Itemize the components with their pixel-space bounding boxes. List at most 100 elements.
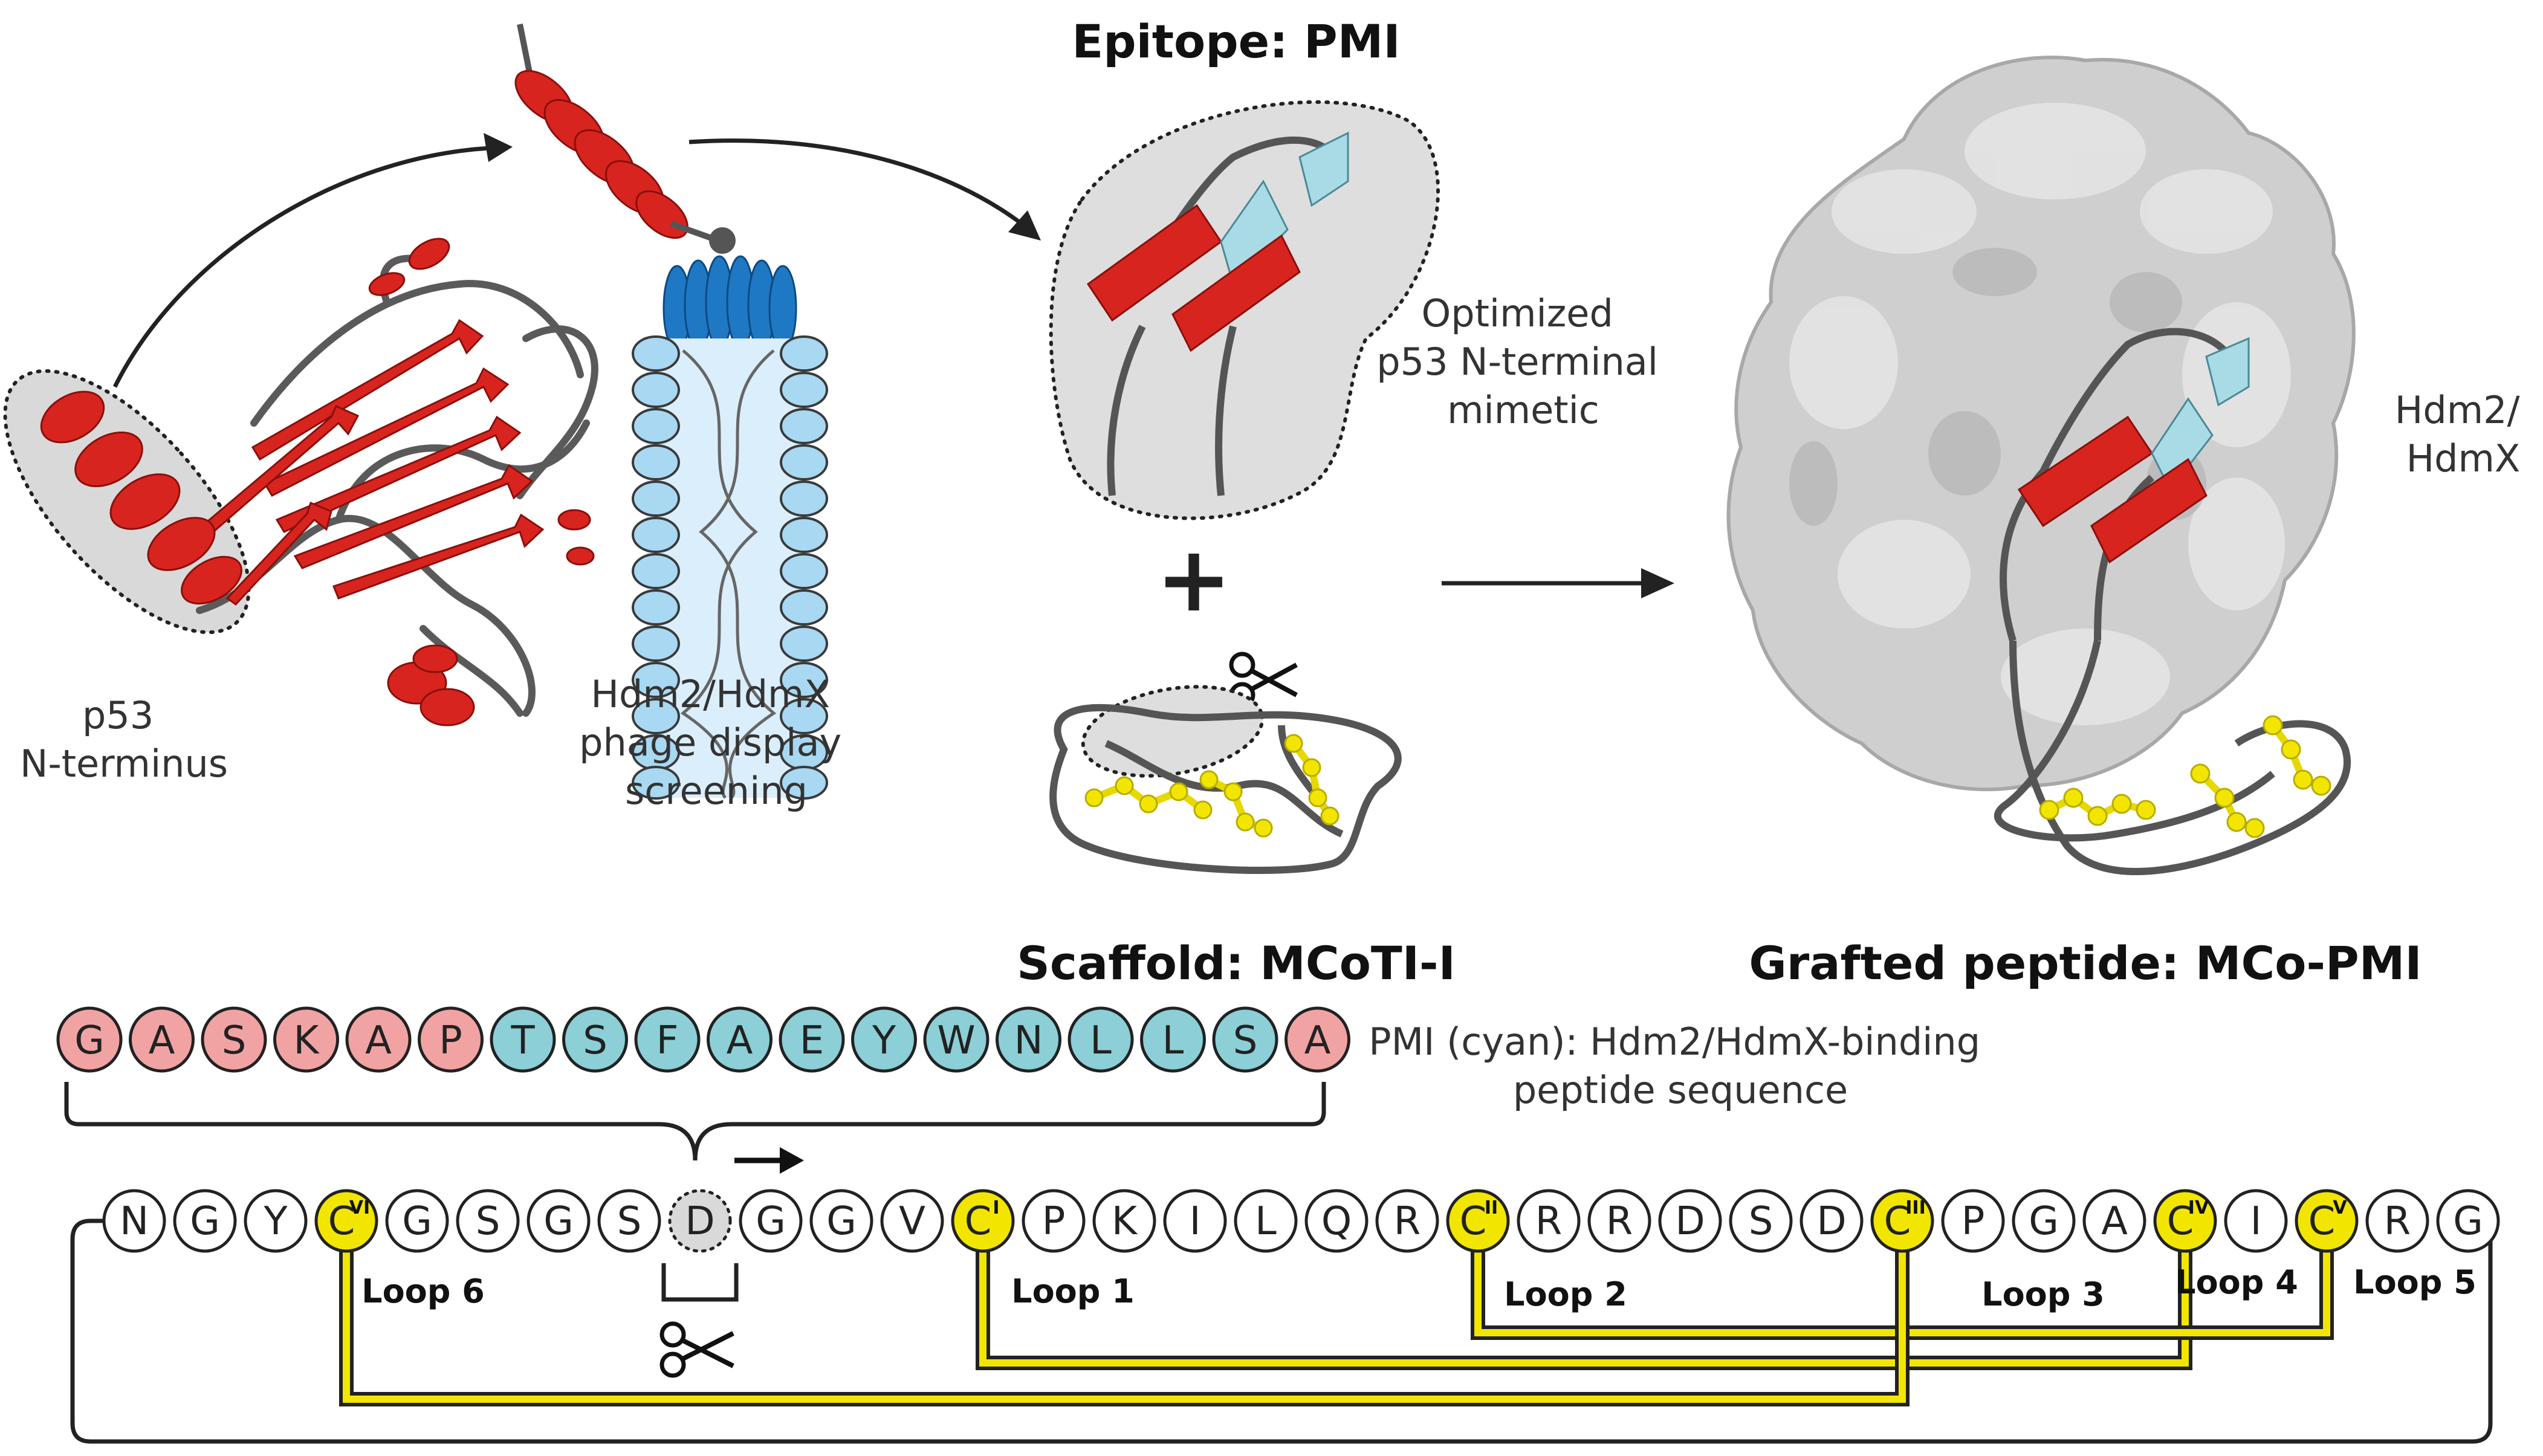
graft-residue-letter: E xyxy=(800,1018,824,1063)
scaffold-residue: G xyxy=(809,1189,873,1253)
scaffold-residue: D xyxy=(668,1189,732,1253)
graft-residue: S xyxy=(1212,1006,1278,1073)
scaffold-residue: G xyxy=(739,1189,803,1253)
loop-label: Loop 4 xyxy=(2175,1263,2298,1301)
scaffold-residue-circle xyxy=(1941,1189,2005,1253)
scaffold-residue: R xyxy=(1517,1189,1581,1253)
scaffold-residue: P xyxy=(1941,1189,2005,1253)
scaffold-residue-letter: G xyxy=(543,1199,574,1244)
graft-residue-circle xyxy=(851,1006,917,1073)
scaffold-residue-letter: C xyxy=(328,1199,355,1244)
graft-residue: L xyxy=(1067,1006,1134,1073)
scaffold-residue-letter: I xyxy=(1190,1199,1201,1244)
graft-residue-letter: Y xyxy=(872,1018,896,1063)
graft-residue: A xyxy=(1284,1006,1350,1073)
graft-residue-circle xyxy=(1140,1006,1206,1073)
graft-residue-circle xyxy=(1067,1006,1134,1073)
pmi-helix xyxy=(1086,131,1349,496)
loop-label: Loop 2 xyxy=(1504,1275,1627,1313)
phage-body xyxy=(632,335,828,800)
scaffold-residue-circle xyxy=(1375,1189,1439,1253)
p53-beta-sheet xyxy=(190,319,545,606)
loop-label: Loop 1 xyxy=(1011,1272,1135,1310)
scaffold-residue-letter: C xyxy=(1460,1199,1487,1244)
graft-residue-circle xyxy=(923,1006,990,1073)
scaffold-residue: G xyxy=(385,1189,449,1253)
scaffold-residue-circle xyxy=(809,1189,873,1253)
epitope-panel: Epitope: PMI Optimized p53 N-terminal mi… xyxy=(1049,15,1670,632)
scaffold-residue: V xyxy=(880,1189,944,1253)
scaffold-residue-letter: P xyxy=(1962,1199,1985,1244)
graft-residue-circle xyxy=(996,1006,1061,1073)
scaffold-residue: G xyxy=(173,1189,237,1253)
scaffold-residue: P xyxy=(1022,1189,1086,1253)
phage-membrane-left xyxy=(632,335,680,800)
scaffold-residue-letter: Q xyxy=(1321,1199,1352,1244)
loop-label: Loop 3 xyxy=(1981,1275,2105,1313)
pmi-note-line1: PMI (cyan): Hdm2/HdmX-binding xyxy=(1369,1020,1980,1064)
pmi-note: PMI (cyan): Hdm2/HdmX-binding peptide se… xyxy=(1369,1020,1992,1112)
graft-residue-circle xyxy=(345,1006,412,1073)
disulfide-bond xyxy=(979,1251,2189,1367)
graft-residue-circle xyxy=(490,1006,556,1073)
cysteine-number: IV xyxy=(2188,1197,2209,1218)
graft-residue: A xyxy=(707,1006,773,1073)
scaffold-residue-letter: G xyxy=(2453,1199,2483,1244)
scaffold-residue-circle xyxy=(1163,1189,1227,1253)
scaffold-residue-letter: V xyxy=(899,1199,925,1244)
scaffold-residue-letter: S xyxy=(617,1199,642,1244)
scaffold-residue: S xyxy=(1729,1189,1793,1253)
scaffold-residue-circle xyxy=(2012,1189,2076,1253)
grafted-disulfides xyxy=(2039,715,2331,838)
scaffold-residue: K xyxy=(1092,1189,1156,1253)
scaffold-residue-letter: G xyxy=(190,1199,220,1244)
graft-residue-letter: L xyxy=(1162,1018,1184,1063)
scaffold-residue: G xyxy=(526,1189,591,1253)
scaffold-residue-circle xyxy=(1800,1189,1864,1253)
scaffold-residue-circle xyxy=(2295,1189,2359,1253)
scaffold-residue-circle xyxy=(1658,1189,1722,1253)
mimetic-label-line3: mimetic xyxy=(1447,388,1599,432)
graft-residue: G xyxy=(56,1006,123,1073)
scaffold-residue-letter: G xyxy=(756,1199,786,1244)
scaffold-residue-circle xyxy=(1092,1189,1156,1253)
p53-label-line2: N-terminus xyxy=(20,742,228,786)
graft-residue: W xyxy=(923,1006,990,1073)
scaffold-residue-circle xyxy=(244,1189,308,1253)
graft-residue-letter: P xyxy=(439,1018,462,1063)
scaffold-residue-letter: L xyxy=(1255,1199,1277,1244)
scaffold-residue: R xyxy=(1587,1189,1651,1253)
cysteine-number: VI xyxy=(349,1197,370,1218)
direction-arrow xyxy=(734,1147,804,1174)
graft-residue: N xyxy=(996,1006,1061,1073)
p53-n-terminal-helix xyxy=(40,390,242,605)
graft-residue: A xyxy=(345,1006,412,1073)
loop-label: Loop 6 xyxy=(361,1272,485,1310)
scaffold-residue: I xyxy=(2224,1189,2288,1253)
cysteine-number: I xyxy=(993,1197,999,1218)
scaffold-residue-letter: R xyxy=(2384,1199,2411,1244)
graft-residue-letter: T xyxy=(510,1018,535,1063)
grafted-helix xyxy=(2000,328,2250,642)
scaffold-residue-circle xyxy=(1234,1189,1298,1253)
scaffold-residue-circle xyxy=(668,1189,732,1253)
phage-coat-proteins xyxy=(662,255,797,352)
optimized-mimetic-label: Optimized p53 N-terminal mimetic xyxy=(1376,291,1670,432)
graft-insertion-brace xyxy=(64,1082,1326,1161)
scaffold-residue-circle xyxy=(526,1189,591,1253)
cysteine-residue: CVI xyxy=(314,1189,378,1253)
scaffold-residue-circle xyxy=(880,1189,944,1253)
scaffold-residue-circle xyxy=(2436,1189,2500,1253)
scaffold-residue: D xyxy=(1800,1189,1864,1253)
phage-display: Hdm2/HdmX phage display screening xyxy=(514,24,841,813)
scaffold-loop-highlight xyxy=(1081,685,1265,778)
cysteine-residue: CV xyxy=(2295,1189,2359,1253)
epitope-title: Epitope: PMI xyxy=(1072,15,1400,68)
graft-residue-circle xyxy=(56,1006,123,1073)
scaffold-residue-circle xyxy=(1870,1189,1934,1253)
graft-residue-circle xyxy=(707,1006,773,1073)
scaffold-residue-letter: G xyxy=(2029,1199,2059,1244)
